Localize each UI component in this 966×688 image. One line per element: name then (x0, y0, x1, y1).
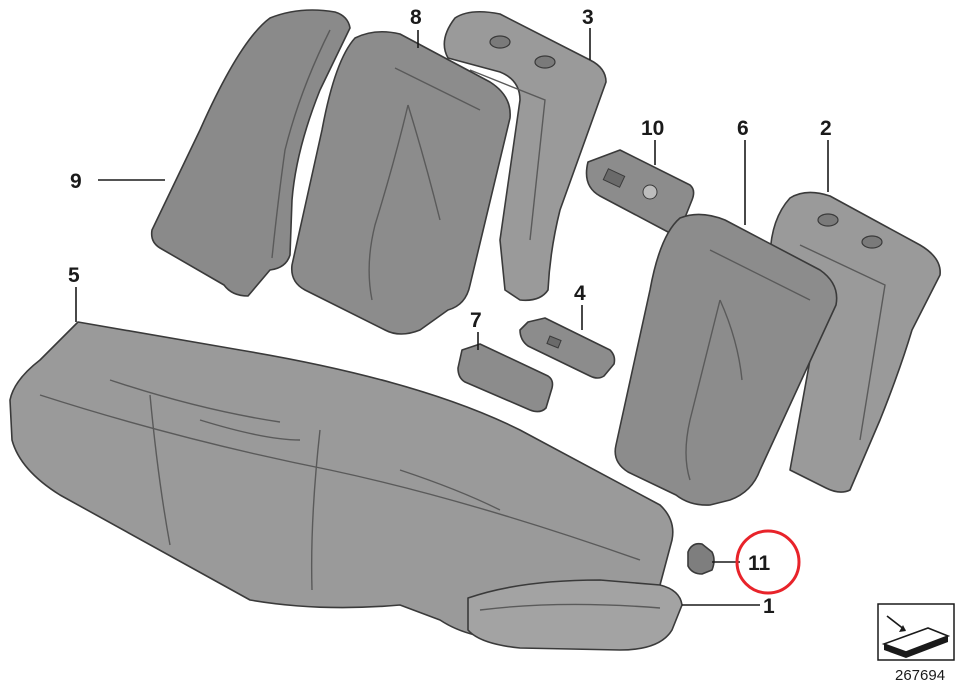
callout-8: 8 (410, 6, 422, 29)
leader-lines (75, 28, 829, 606)
callout-5: 5 (68, 264, 80, 287)
callout-2: 2 (820, 117, 832, 140)
highlight-circle (735, 529, 801, 595)
reference-number: 267694 (895, 667, 945, 684)
part-8-backrest-cover-left (290, 30, 511, 335)
callout-10: 10 (641, 117, 664, 140)
part-6-backrest-cover-right (614, 213, 838, 506)
callout-1: 1 (763, 595, 775, 618)
part-1-seat-cover (467, 579, 683, 651)
part-7-cushion-block (457, 343, 554, 413)
part-10-bracket (585, 149, 695, 233)
part-9-side-bolster (150, 9, 351, 297)
callout-7: 7 (470, 309, 482, 332)
reference-box: 267694 (877, 603, 955, 684)
part-4-insert (519, 317, 616, 379)
car-section-icon (881, 615, 951, 658)
callout-6: 6 (737, 117, 749, 140)
part-11-clip (687, 542, 715, 575)
callout-11: 11 (748, 552, 771, 575)
callout-labels: 1 2 3 4 5 6 7 8 9 10 11 (68, 6, 832, 618)
callout-4: 4 (574, 282, 586, 305)
callout-9: 9 (70, 170, 82, 193)
callout-3: 3 (582, 6, 594, 29)
part-3-backrest-frame-left (443, 10, 607, 302)
